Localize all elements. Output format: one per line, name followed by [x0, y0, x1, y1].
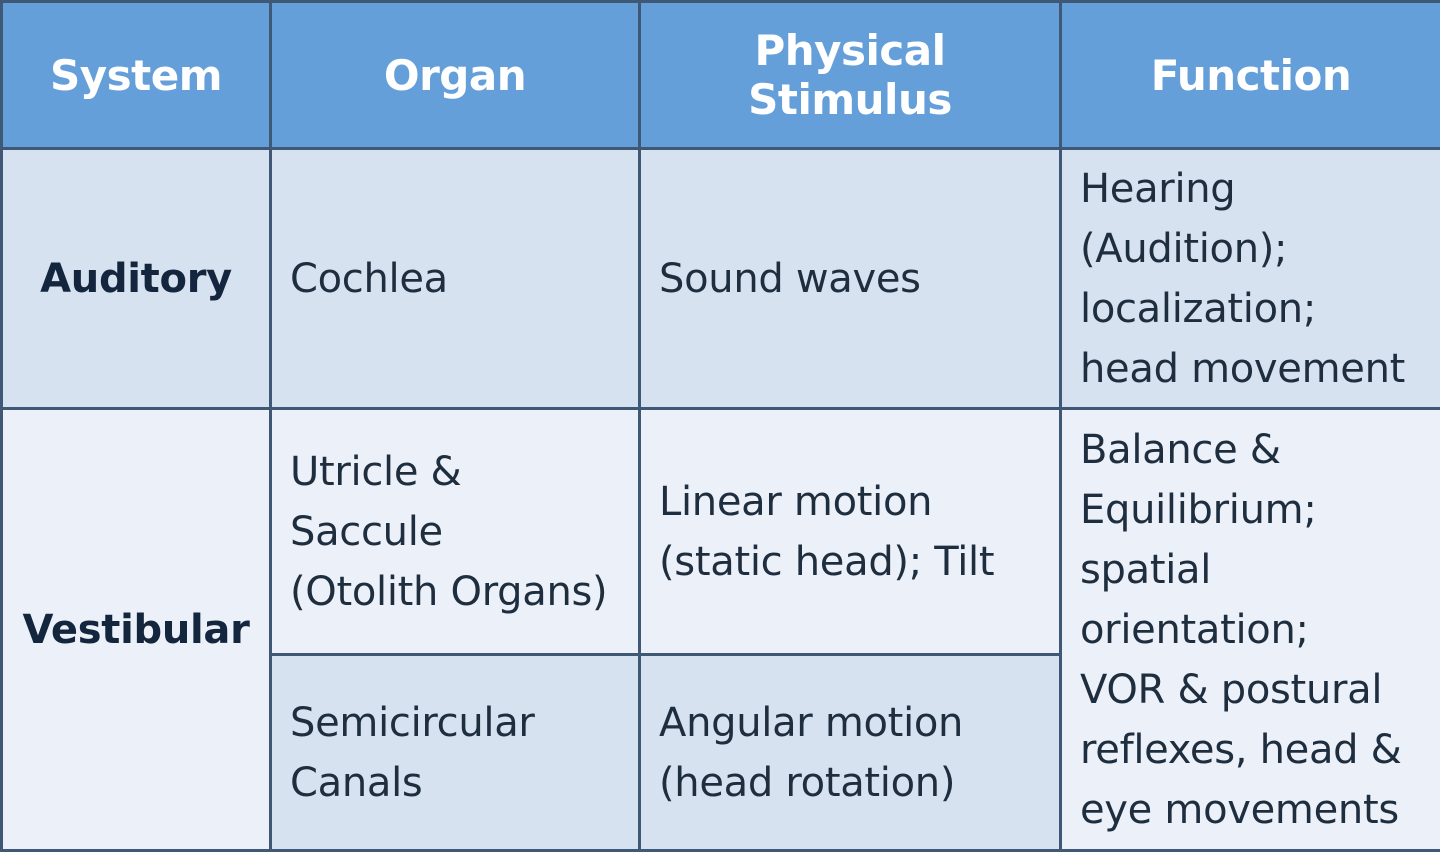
header-physical-stimulus: Physical Stimulus	[640, 2, 1061, 149]
stimulus-line: Linear motion	[659, 472, 1041, 532]
function-line: Equilibrium;	[1080, 480, 1430, 540]
organ-line: Canals	[290, 753, 620, 813]
cell-system-auditory: Auditory	[2, 149, 271, 409]
function-line: head movement	[1080, 339, 1430, 399]
function-line: spatial	[1080, 540, 1430, 600]
function-line: Hearing	[1080, 159, 1430, 219]
stimulus-line: (static head); Tilt	[659, 532, 1041, 592]
function-line: VOR & postural	[1080, 660, 1430, 720]
function-line: reflexes, head &	[1080, 720, 1430, 780]
stimulus-line: Angular motion	[659, 693, 1041, 753]
cell-organ-cochlea: Cochlea	[271, 149, 640, 409]
cell-system-vestibular: Vestibular	[2, 409, 271, 851]
organ-line: (Otolith Organs)	[290, 562, 620, 622]
cell-function-vestibular: Balance & Equilibrium; spatial orientati…	[1061, 409, 1440, 851]
function-line: Balance &	[1080, 420, 1430, 480]
header-row: System Organ Physical Stimulus Function	[2, 2, 1440, 149]
cell-organ-semicircular-canals: Semicircular Canals	[271, 655, 640, 851]
cell-stimulus-sound-waves: Sound waves	[640, 149, 1061, 409]
cell-function-auditory: Hearing (Audition); localization; head m…	[1061, 149, 1440, 409]
header-organ: Organ	[271, 2, 640, 149]
stimulus-line: (head rotation)	[659, 753, 1041, 813]
function-line: localization;	[1080, 279, 1430, 339]
cell-stimulus-linear-motion: Linear motion (static head); Tilt	[640, 409, 1061, 655]
organ-line: Semicircular	[290, 693, 620, 753]
function-line: (Audition);	[1080, 219, 1430, 279]
cell-stimulus-angular-motion: Angular motion (head rotation)	[640, 655, 1061, 851]
cell-organ-otolith: Utricle & Saccule (Otolith Organs)	[271, 409, 640, 655]
header-system: System	[2, 2, 271, 149]
organ-line: Saccule	[290, 502, 620, 562]
function-line: eye movements	[1080, 780, 1430, 840]
organ-line: Utricle &	[290, 442, 620, 502]
table-row-auditory: Auditory Cochlea Sound waves Hearing (Au…	[2, 149, 1440, 409]
header-function: Function	[1061, 2, 1440, 149]
function-line: orientation;	[1080, 600, 1430, 660]
table-row-vestibular-otolith: Vestibular Utricle & Saccule (Otolith Or…	[2, 409, 1440, 655]
